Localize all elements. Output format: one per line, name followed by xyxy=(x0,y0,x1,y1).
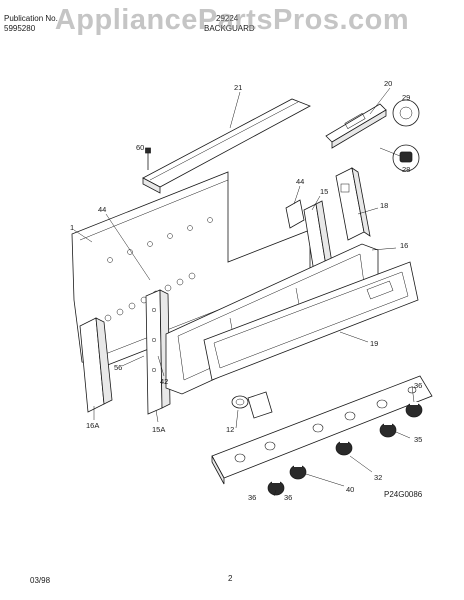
part-40-control-panel xyxy=(211,375,433,485)
callout-21: 21 xyxy=(234,83,242,92)
part-44-clip xyxy=(285,199,305,229)
callout-60: 60 xyxy=(136,143,144,152)
part-18-end-cap xyxy=(335,167,371,241)
callout-42: 42 xyxy=(160,377,168,386)
diagram-code: P24G0086 xyxy=(384,490,423,499)
part-19-control-overlay xyxy=(203,261,419,381)
footer-page-number: 2 xyxy=(228,574,233,583)
callout-28: 28 xyxy=(402,165,410,174)
callout-44-upper: 44 xyxy=(296,177,304,186)
leader-lines xyxy=(73,87,415,497)
callout-15a: 15A xyxy=(152,425,165,434)
callout-35: 35 xyxy=(414,435,422,444)
callout-16a: 16A xyxy=(86,421,99,430)
callout-12: 12 xyxy=(226,425,234,434)
callout-19: 19 xyxy=(370,339,378,348)
part-12-switch xyxy=(231,391,273,419)
callout-16: 16 xyxy=(400,241,408,250)
knob-left-center xyxy=(289,464,307,480)
part-16a-left-end xyxy=(79,317,113,413)
publication-number: 5995280 xyxy=(4,24,36,33)
knob-group xyxy=(267,402,423,496)
part-21-top-trim xyxy=(142,98,311,194)
callout-44-lower: 44 xyxy=(98,205,106,214)
footer-date: 03/98 xyxy=(30,576,51,585)
part-20-control-bracket xyxy=(325,99,420,172)
knob-right-upper xyxy=(405,402,423,418)
callout-1: 1 xyxy=(70,223,74,232)
model-number: 29224 xyxy=(216,14,239,23)
knob-right xyxy=(379,422,397,438)
callout-32: 32 xyxy=(374,473,382,482)
part-60-screw xyxy=(145,147,151,170)
callout-36-center: 36 xyxy=(284,493,292,502)
callout-40: 40 xyxy=(346,485,354,494)
knob-left xyxy=(267,480,285,496)
section-title: BACKGUARD xyxy=(204,24,255,33)
callout-36-right: 36 xyxy=(414,381,422,390)
publication-label: Publication No. xyxy=(4,14,58,23)
callout-29: 29 xyxy=(402,93,410,102)
callout-15: 15 xyxy=(320,187,328,196)
callout-labels: 21 20 29 28 60 44 15 18 1 44 16 19 56 42… xyxy=(70,79,422,502)
knob-center xyxy=(335,440,353,456)
callout-36-left: 36 xyxy=(248,493,256,502)
callout-20: 20 xyxy=(384,79,392,88)
callout-18: 18 xyxy=(380,201,388,210)
callout-56: 56 xyxy=(114,363,122,372)
